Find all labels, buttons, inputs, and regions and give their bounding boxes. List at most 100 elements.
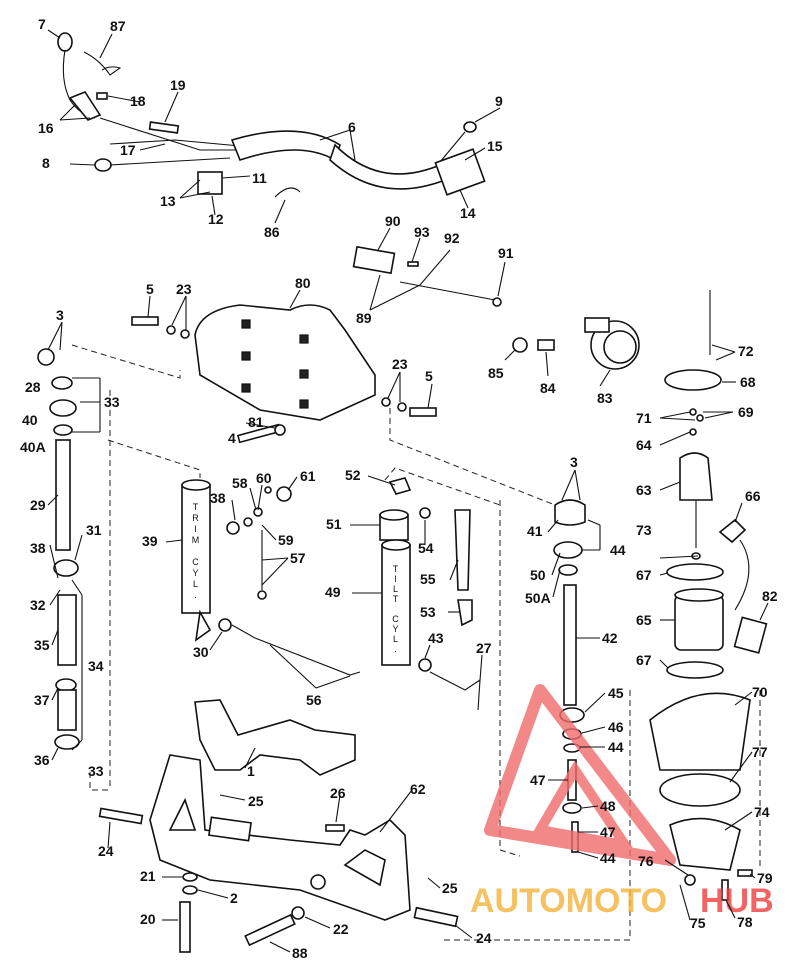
ring-terminal-8 [94,158,112,172]
o-ring-77 [659,773,741,807]
callout-7: 7 [38,16,46,32]
callout-4: 4 [228,430,236,446]
callout-93: 93 [414,224,430,240]
ring-terminal-7 [57,32,73,52]
callout-24b: 24 [476,930,492,946]
dashed-grouping-lines [71,344,761,941]
bolt-20 [179,901,191,953]
callout-leaders [47,29,769,953]
cyl-letter: . [194,590,198,600]
bolt-5-left [131,316,159,326]
callout-17: 17 [120,142,136,158]
callout-5b: 5 [425,368,433,384]
callout-40: 40 [22,412,38,428]
sleeve-19 [148,121,180,134]
callout-39: 39 [142,533,158,549]
reservoir-70 [649,692,751,771]
bracket-80 [194,304,376,421]
callout-59: 59 [278,532,294,548]
callout-74: 74 [754,804,770,820]
callout-48: 48 [600,798,616,814]
left-pin-group [37,348,80,750]
harness-6-right [329,143,447,190]
washer-21 [182,872,198,882]
callout-54: 54 [418,540,434,556]
callout-58: 58 [232,475,248,491]
cyl-letter: M [192,535,201,545]
callout-85: 85 [488,365,504,381]
callout-60: 60 [256,470,272,486]
callout-86: 86 [264,224,280,240]
pin-93 [407,261,419,267]
callout-37: 37 [34,692,50,708]
callout-3a: 3 [56,307,64,323]
pin-18 [96,92,108,100]
callout-25b: 25 [442,880,458,896]
wire-harness-group [57,32,486,198]
callout-64: 64 [636,437,652,453]
callout-83: 83 [597,390,613,406]
trim-line-56 [218,618,361,676]
callout-15: 15 [487,138,503,154]
callout-1: 1 [247,763,255,779]
cyl-letter: C [392,614,400,624]
callout-13: 13 [160,193,176,209]
callout-23b: 23 [392,356,408,372]
cyl-letter: R [192,513,200,523]
callout-35: 35 [34,637,50,653]
callout-26: 26 [330,785,346,801]
callout-88: 88 [292,945,308,961]
stern-bracket-1 [194,699,356,776]
callout-57: 57 [290,550,306,566]
bushing-64 [689,428,697,436]
watermark-text-automoto: AUTOMOTO [470,882,667,920]
hardware-bottom [98,807,459,953]
callout-47b: 47 [600,824,616,840]
valve-76 [684,874,696,886]
callout-61: 61 [300,468,316,484]
cyl-letter: L [193,579,199,589]
cyl-letter: I [394,574,398,584]
callout-65: 65 [636,612,652,628]
cyl-letter: T [393,594,400,604]
bolts-top [131,316,437,444]
o-ring-40A [53,424,73,436]
callout-91: 91 [498,245,514,261]
callout-44b: 44 [608,739,624,755]
callout-75: 75 [690,915,706,931]
cyl-letter: Y [192,568,199,578]
seal-40 [49,399,77,417]
end-91 [492,297,502,307]
callout-87: 87 [110,18,126,34]
callout-49: 49 [325,584,341,600]
callout-79: 79 [757,870,773,886]
callout-36: 36 [34,752,50,768]
cyl-letter: C [192,557,200,567]
fitting-61 [276,486,292,502]
bulb-84 [537,339,555,351]
callout-20: 20 [140,911,156,927]
callout-32: 32 [30,597,46,613]
callout-50: 50 [530,567,546,583]
callout-69: 69 [738,404,754,420]
callout-31: 31 [86,522,102,538]
gauge-group [512,317,640,370]
callout-67a: 67 [636,567,652,583]
decal-82 [733,616,768,654]
callout-62: 62 [410,781,426,797]
callout-22: 22 [333,921,349,937]
cyl-letter: . [394,644,398,654]
nut-31 [53,559,79,577]
callout-67b: 67 [636,652,652,668]
callout-24a: 24 [98,843,114,859]
callout-16: 16 [38,120,54,136]
o-ring-67b [666,661,724,679]
callout-28: 28 [25,379,41,395]
callout-23a: 23 [176,281,192,297]
transom-bracket-62 [149,754,411,921]
callout-29: 29 [30,497,46,513]
cover-68 [664,369,722,391]
